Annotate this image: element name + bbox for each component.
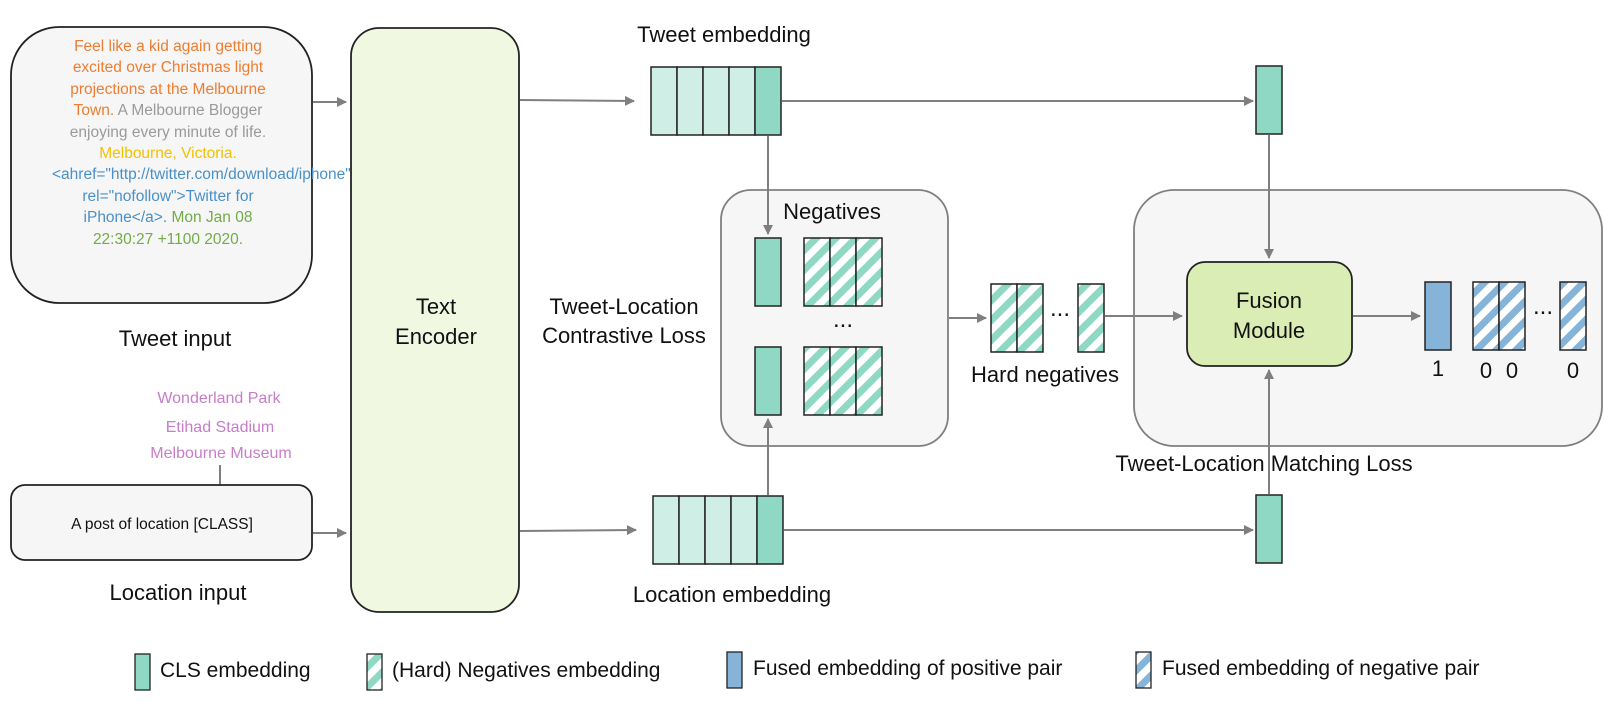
location-template-box — [10, 484, 313, 561]
matching-location-cls — [1255, 494, 1283, 564]
negatives-cls-bottom — [754, 346, 782, 416]
hard-negative-embedding — [1077, 283, 1105, 353]
location-embedding-cell — [652, 495, 680, 565]
matching-loss-label: Tweet-Location Matching Loss — [1115, 451, 1412, 476]
matching-tweet-cls — [1255, 65, 1283, 135]
fusion-module-label-line2: Module — [1233, 318, 1305, 343]
encoder-to-tweet-embedding-arrow — [519, 95, 635, 106]
negative-embedding — [829, 237, 857, 307]
text-encoder-label-line1: Text — [416, 294, 456, 319]
legend-cls-label: CLS embedding — [160, 659, 311, 682]
negatives-ellipsis: ... — [833, 306, 853, 333]
fused-negative-embedding — [1498, 281, 1526, 351]
contrastive-loss-label-line2: Contrastive Loss — [542, 323, 706, 348]
match-output-label: 1 — [1432, 356, 1444, 381]
tweet-input-text: Feel like a kid again getting excited ov… — [52, 36, 351, 250]
match-output-label: 0 — [1567, 358, 1579, 383]
hard-negatives — [990, 283, 1105, 353]
hard-negative-embedding — [1016, 283, 1044, 353]
negative-embedding — [855, 237, 883, 307]
tweet-segment-user: A Melbourne Blogger enjoying every minut… — [69, 102, 267, 141]
location-embedding-label: Location embedding — [633, 582, 831, 607]
tweet-embedding-label: Tweet embedding — [637, 22, 811, 47]
tweet-embedding-cls — [754, 66, 782, 136]
fused-outputs — [1424, 281, 1587, 351]
legend-positive-label: Fused embedding of positive pair — [753, 657, 1062, 680]
legend-negatives-label: (Hard) Negatives embedding — [392, 659, 660, 682]
hard-negative-embedding — [990, 283, 1018, 353]
tweet-embedding-cell — [728, 66, 756, 136]
fusion-module-box — [1186, 261, 1353, 367]
legend-positive-swatch — [726, 651, 743, 689]
legend-negatives-swatch — [366, 653, 383, 691]
negative-embedding — [803, 346, 831, 416]
fused-positive-embedding — [1424, 281, 1452, 351]
legend: CLS embedding (Hard) Negatives embedding… — [134, 651, 1480, 691]
negatives-group-bottom — [803, 346, 883, 416]
negative-embedding — [855, 346, 883, 416]
tweet-input-caption: Tweet input — [119, 326, 232, 351]
fused-outputs-ellipsis: ... — [1533, 293, 1553, 320]
location-candidate-1: Wonderland Park — [157, 390, 281, 407]
legend-negative-pair-swatch — [1135, 651, 1152, 689]
text-encoder-box — [350, 27, 520, 613]
tweet-input-box — [10, 26, 313, 304]
encoder-to-location-embedding-arrow — [519, 525, 637, 536]
location-input-caption: Location input — [110, 580, 247, 605]
location-embedding-cls — [756, 495, 784, 565]
fusion-module-label-line1: Fusion — [1236, 288, 1302, 313]
negative-embedding — [829, 346, 857, 416]
location-candidate-3: Melbourne Museum — [150, 445, 291, 462]
location-template-text: A post of location [CLASS] — [71, 516, 253, 533]
text-encoder-label-line2: Encoder — [395, 324, 477, 349]
tweet-embedding-cell — [702, 66, 730, 136]
negatives-label: Negatives — [783, 199, 881, 224]
match-output-label: 0 — [1480, 358, 1492, 383]
negatives-cls-top — [754, 237, 782, 307]
location-embedding — [652, 495, 784, 565]
location-embedding-cell — [678, 495, 706, 565]
legend-cls-swatch — [134, 653, 151, 691]
location-candidate-2: Etihad Stadium — [166, 419, 275, 436]
matching-panel — [1133, 189, 1603, 447]
tweet-segment-time: Mon Jan 08 22:30:27 +1100 2020. — [92, 209, 253, 248]
legend-negative-pair-label: Fused embedding of negative pair — [1162, 657, 1480, 680]
fused-negative-embedding — [1559, 281, 1587, 351]
tweet-embedding-cell — [676, 66, 704, 136]
tweet-segment-source: <ahref="http://twitter.com/download/ipho… — [52, 166, 351, 227]
location-embedding-cell — [704, 495, 732, 565]
fused-negative-embedding — [1472, 281, 1500, 351]
contrastive-loss-label-line1: Tweet-Location — [549, 294, 698, 319]
negatives-group-top — [803, 237, 883, 307]
location-embedding-cell — [730, 495, 758, 565]
negative-embedding — [803, 237, 831, 307]
tweet-segment-location: Melbourne, Victoria. — [99, 145, 237, 163]
tweet-segment-content: Feel like a kid again getting excited ov… — [70, 38, 266, 120]
tweet-embedding-cell — [650, 66, 678, 136]
tweet-embedding — [650, 66, 782, 136]
hard-negatives-ellipsis: ... — [1050, 295, 1070, 322]
hard-negatives-label: Hard negatives — [971, 362, 1119, 387]
match-output-label: 0 — [1506, 358, 1518, 383]
